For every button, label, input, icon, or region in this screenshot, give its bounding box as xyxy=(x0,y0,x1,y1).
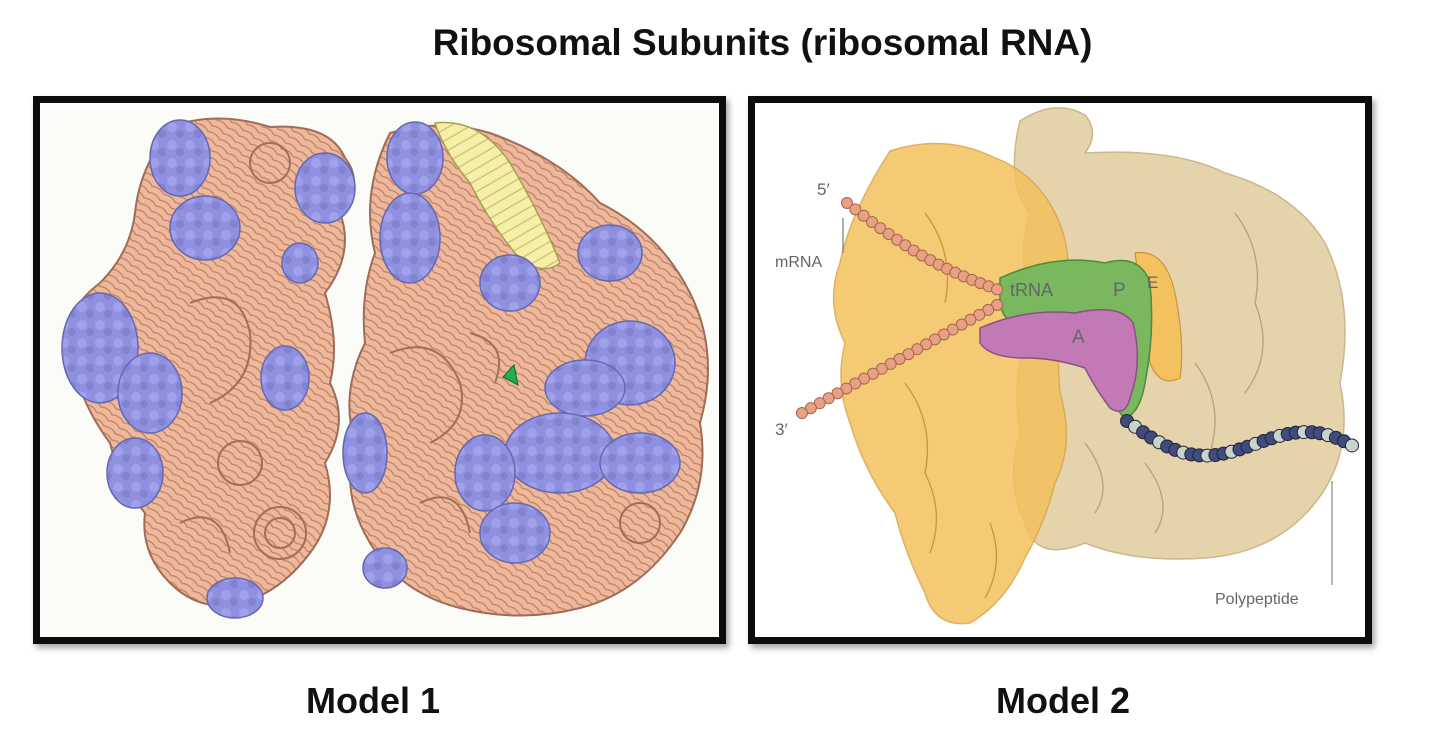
mrna-bead xyxy=(796,407,808,419)
a-site-trna xyxy=(979,308,1139,413)
mrna-bead xyxy=(891,233,903,246)
active-site-marker xyxy=(502,363,519,386)
mrna-bead xyxy=(841,197,853,209)
label-mrna: mRNA xyxy=(775,254,822,271)
label-a-site: A xyxy=(1072,327,1085,348)
label-polypeptide: Polypeptide xyxy=(1215,591,1299,608)
figure-title: Ribosomal Subunits (ribosomal RNA) xyxy=(432,22,1093,63)
model-1-illustration xyxy=(61,117,709,619)
mrna-bead xyxy=(882,228,895,241)
small-subunit-model-1 xyxy=(61,117,356,619)
mrna-bead xyxy=(874,222,887,235)
model-2-panel: 5′ mRNA 3′ tRNA P E A Polypeptide xyxy=(748,96,1372,644)
mrna-strand xyxy=(796,197,1003,419)
label-p-site: P xyxy=(1113,280,1126,301)
small-subunit xyxy=(832,142,1070,625)
label-5-prime: 5′ xyxy=(817,180,830,199)
mrna-bead xyxy=(849,203,862,216)
mrna-bead xyxy=(991,283,1003,296)
model-1-caption: Model 1 xyxy=(305,680,440,721)
label-trna: tRNA xyxy=(1010,280,1053,300)
mrna-bead xyxy=(857,209,870,222)
label-3-prime: 3′ xyxy=(775,420,788,439)
large-subunit-model-1 xyxy=(342,121,709,617)
polypeptide-bead xyxy=(1345,438,1359,453)
mrna-bead xyxy=(866,215,878,228)
polypeptide-chain xyxy=(1120,414,1359,463)
model-2-caption: Model 2 xyxy=(995,680,1130,721)
model-2-illustration: 5′ mRNA 3′ tRNA P E A Polypeptide xyxy=(775,107,1359,625)
label-e-site: E xyxy=(1147,273,1158,292)
model-1-panel xyxy=(33,96,726,644)
